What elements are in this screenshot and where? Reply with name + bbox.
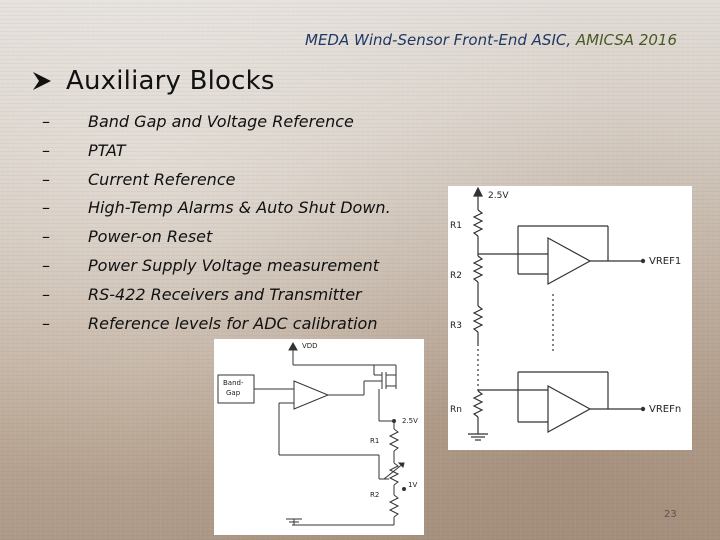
dash-marker: – bbox=[42, 255, 50, 275]
dash-marker: – bbox=[42, 198, 50, 218]
supply-label: 2.5V bbox=[488, 191, 509, 201]
r2-label: R2 bbox=[370, 491, 379, 499]
list-item: – PTAT bbox=[42, 137, 391, 166]
bandgap-schematic: VDD Band- Gap 2.5V R1 1V R2 bbox=[214, 339, 424, 535]
v1-label: 1V bbox=[408, 481, 417, 489]
v25-label: 2.5V bbox=[402, 417, 418, 425]
header-text: MEDA Wind-Sensor Front-End ASIC, bbox=[305, 31, 572, 49]
node-dot bbox=[402, 487, 406, 491]
dash-marker: – bbox=[42, 169, 50, 189]
list-item: – Power Supply Voltage measurement bbox=[42, 252, 391, 281]
header-conference: AMICSA 2016 bbox=[571, 31, 677, 49]
list-item-text: Reference levels for ADC calibration bbox=[88, 313, 378, 333]
list-item: – High-Temp Alarms & Auto Shut Down. bbox=[42, 194, 391, 223]
dash-marker: – bbox=[42, 112, 50, 131]
list-item-text: PTAT bbox=[88, 140, 126, 160]
r3-label: R3 bbox=[450, 321, 462, 331]
supply-arrow-icon bbox=[473, 186, 483, 197]
list-item: – RS-422 Receivers and Transmitter bbox=[42, 281, 391, 310]
vref-ladder-diagram: 2.5V R1 R2 R3 Rn VREF1 VREFn bbox=[450, 186, 681, 441]
list-item-text: RS-422 Receivers and Transmitter bbox=[88, 284, 362, 304]
output-node-dot bbox=[640, 406, 646, 412]
list-item-text: High-Temp Alarms & Auto Shut Down. bbox=[88, 198, 391, 218]
list-item: – Power-on Reset bbox=[42, 223, 391, 252]
dash-marker: – bbox=[42, 313, 50, 333]
r1-label: R1 bbox=[370, 437, 379, 445]
list-item: – Reference levels for ADC calibration bbox=[42, 310, 391, 339]
vdd-label: VDD bbox=[302, 342, 318, 350]
r2-label: R2 bbox=[450, 271, 462, 281]
vref-schematic: 2.5V R1 R2 R3 Rn VREF1 VREFn bbox=[448, 186, 692, 450]
dash-marker: – bbox=[42, 227, 50, 247]
node-dot bbox=[392, 419, 396, 423]
list-item-text: Power-on Reset bbox=[88, 227, 213, 247]
arrow-bullet-icon bbox=[33, 72, 51, 90]
bandgap-diagram: VDD Band- Gap 2.5V R1 1V R2 bbox=[217, 341, 418, 526]
slide-title: Auxiliary Blocks bbox=[66, 66, 275, 96]
list-item-text: Current Reference bbox=[88, 169, 236, 189]
slide-number: 23 bbox=[664, 509, 677, 520]
vdd-arrow-icon bbox=[288, 341, 298, 351]
title-row: Auxiliary Blocks bbox=[32, 66, 275, 96]
dash-marker: – bbox=[42, 284, 50, 304]
bandgap-box-line1: Band- bbox=[223, 379, 244, 387]
list-item-text: Power Supply Voltage measurement bbox=[88, 255, 380, 275]
list-item: – Current Reference bbox=[42, 166, 391, 195]
bullet-list: – Band Gap and Voltage Reference – PTAT – C… bbox=[42, 108, 391, 338]
bandgap-box-line2: Gap bbox=[226, 389, 241, 397]
dash-marker: – bbox=[42, 140, 50, 160]
output-node-dot bbox=[640, 258, 646, 264]
vref1-label: VREF1 bbox=[649, 256, 681, 267]
vrefn-label: VREFn bbox=[649, 404, 681, 415]
rn-label: Rn bbox=[450, 405, 462, 415]
list-item: – Band Gap and Voltage Reference bbox=[42, 108, 391, 137]
list-item-text: Band Gap and Voltage Reference bbox=[88, 112, 354, 131]
r1-label: R1 bbox=[450, 221, 462, 231]
slide-header: MEDA Wind-Sensor Front-End ASIC, AMICSA … bbox=[305, 31, 677, 49]
